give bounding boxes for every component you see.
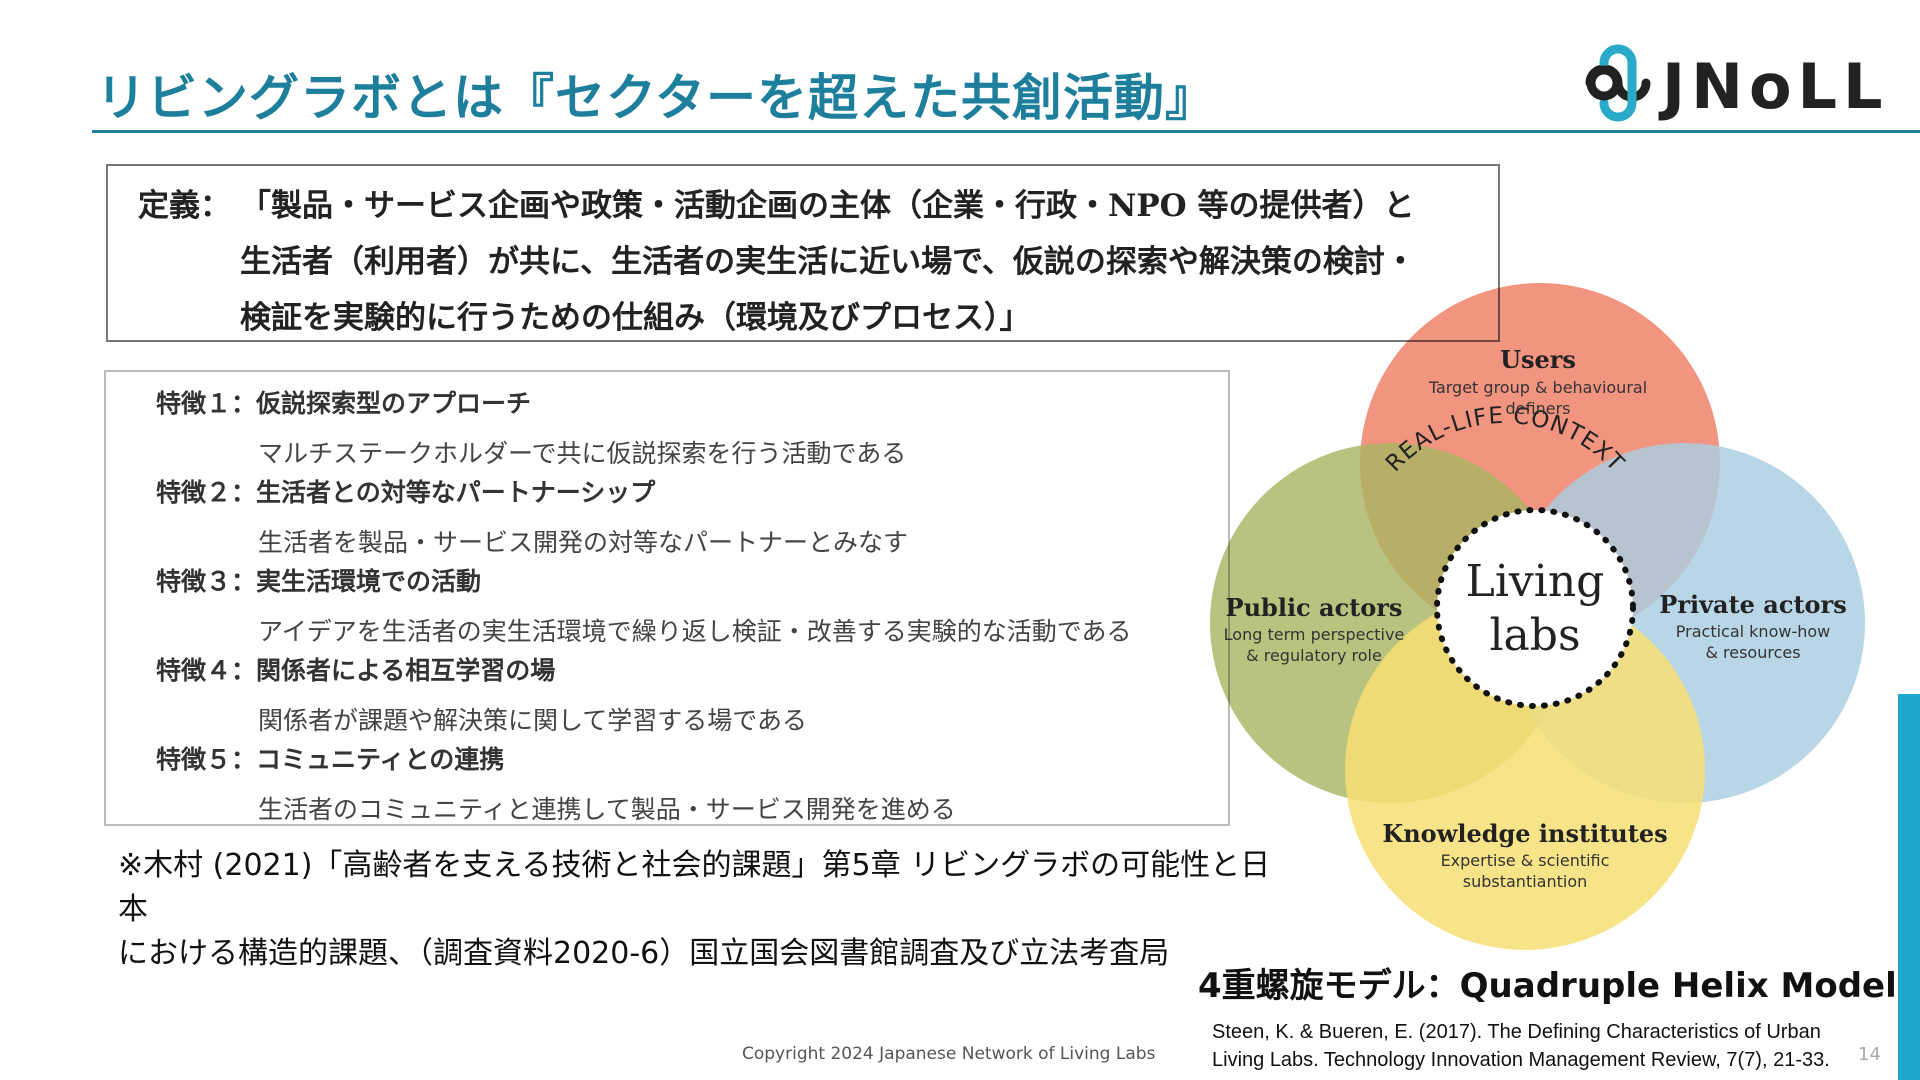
side-accent-bar xyxy=(1898,694,1920,1080)
feature-description: 関係者が課題や解決策に関して学習する場である xyxy=(258,706,808,735)
features-box: 特徴１：仮説探索型のアプローチ マルチステークホルダーで共に仮説探索を行う活動で… xyxy=(104,370,1230,826)
definition-label: 定義： xyxy=(138,188,231,224)
knowledge-institutes-circle xyxy=(1345,590,1705,950)
users-title: Users xyxy=(1500,345,1576,374)
feature-description: 生活者を製品・サービス開発の対等なパートナーとみなす xyxy=(258,528,909,557)
definition-box: 定義： 「製品・サービス企画や政策・活動企画の主体（企業・行政・NPO 等の提供… xyxy=(106,164,1500,342)
reference-line: Steen, K. & Bueren, E. (2017). The Defin… xyxy=(1212,1021,1821,1043)
copyright-text: Copyright 2024 Japanese Network of Livin… xyxy=(742,1044,1156,1064)
feature-heading: 特徴２：生活者との対等なパートナーシップ xyxy=(156,478,656,507)
reference-citation: Steen, K. & Bueren, E. (2017). The Defin… xyxy=(1212,1018,1912,1074)
feature-item: 特徴２：生活者との対等なパートナーシップ 生活者を製品・サービス開発の対等なパー… xyxy=(156,473,908,559)
jnoll-logo xyxy=(1585,44,1651,122)
private-actors-subtitle: Practical know-how xyxy=(1676,622,1830,641)
definition-line: 検証を実験的に行うための仕組み（環境及びプロセス）」 xyxy=(240,300,1031,336)
feature-description: アイデアを生活者の実生活環境で繰り返し検証・改善する実験的な活動である xyxy=(258,617,1132,646)
public-actors-subtitle: & regulatory role xyxy=(1246,646,1382,665)
center-label: labs xyxy=(1489,610,1580,661)
definition-line: 「製品・サービス企画や政策・活動企画の主体（企業・行政・NPO 等の提供者）と xyxy=(240,188,1415,224)
page-number: 14 xyxy=(1858,1044,1881,1065)
public-actors-subtitle: Long term perspective xyxy=(1224,625,1405,644)
feature-description: マルチステークホルダーで共に仮説探索を行う活動である xyxy=(258,439,907,468)
knot-icon xyxy=(1585,44,1651,122)
source-note-line: ※木村 (2021)「高齢者を支える技術と社会的課題」第5章 リビングラボの可能… xyxy=(118,848,1271,927)
feature-description: 生活者のコミュニティと連携して製品・サービス開発を進める xyxy=(258,795,956,824)
knowledge-institutes-subtitle: Expertise & scientific xyxy=(1441,851,1610,870)
users-subtitle: definers xyxy=(1506,399,1571,418)
logo-text: JNoLL xyxy=(1662,50,1889,123)
title-divider xyxy=(92,130,1920,133)
feature-item: 特徴１：仮説探索型のアプローチ マルチステークホルダーで共に仮説探索を行う活動で… xyxy=(156,384,906,470)
living-labs-center xyxy=(1434,507,1636,709)
reference-line: Living Labs. Technology Innovation Manag… xyxy=(1212,1049,1830,1071)
feature-item: 特徴３：実生活環境での活動 アイデアを生活者の実生活環境で繰り返し検証・改善する… xyxy=(156,562,1132,648)
feature-item: 特徴５：コミュニティとの連携 生活者のコミュニティと連携して製品・サービス開発を… xyxy=(156,740,956,826)
source-note: ※木村 (2021)「高齢者を支える技術と社会的課題」第5章 リビングラボの可能… xyxy=(118,844,1278,976)
feature-heading: 特徴３：実生活環境での活動 xyxy=(156,567,482,596)
quadruple-helix-diagram: Living labs REAL-LIFE CONTEXT Users Targ… xyxy=(1210,283,1865,950)
definition-line: 生活者（利用者）が共に、生活者の実生活に近い場で、仮説の探索や解決策の検討・ xyxy=(240,244,1416,280)
page-title: リビングラボとは『セクターを超えた共創活動』 xyxy=(96,69,1216,127)
source-note-line: における構造的課題、（調査資料2020-6）国立国会図書館調査及び立法考査局 xyxy=(118,936,1170,971)
private-actors-title: Private actors xyxy=(1659,590,1846,619)
feature-item: 特徴４：関係者による相互学習の場 関係者が課題や解決策に関して学習する場である xyxy=(156,651,807,737)
knowledge-institutes-subtitle: substantiantion xyxy=(1463,872,1588,891)
feature-heading: 特徴４：関係者による相互学習の場 xyxy=(156,656,556,685)
feature-heading: 特徴５：コミュニティとの連携 xyxy=(156,745,505,774)
private-actors-subtitle: & resources xyxy=(1705,643,1800,662)
users-subtitle: Target group & behavioural xyxy=(1428,378,1647,397)
feature-heading: 特徴１：仮説探索型のアプローチ xyxy=(156,389,532,418)
model-caption: 4重螺旋モデル：Quadruple Helix Model xyxy=(1198,966,1897,1006)
public-actors-title: Public actors xyxy=(1226,593,1403,622)
knowledge-institutes-title: Knowledge institutes xyxy=(1382,819,1667,848)
center-label: Living xyxy=(1466,556,1605,607)
